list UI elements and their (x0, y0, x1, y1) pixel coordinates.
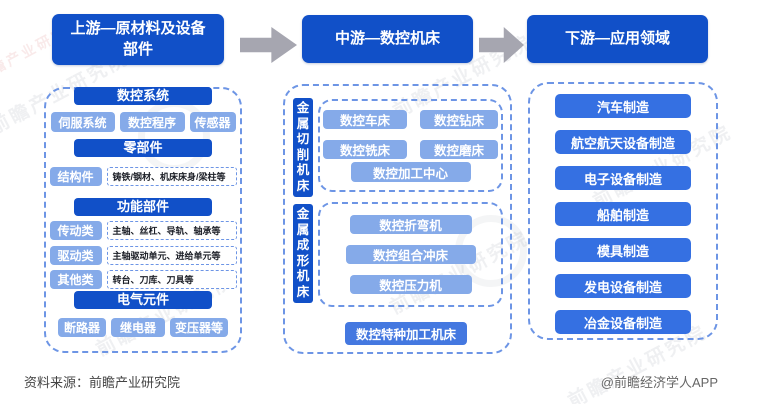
item-relay: 继电器 (111, 318, 165, 337)
section-title-cnc-system: 数控系统 (74, 87, 212, 105)
item-combined-punch: 数控组合冲床 (345, 245, 476, 264)
item-cnc-lathe: 数控车床 (323, 110, 407, 129)
cutting-row-1: 数控车床 数控钻床 (323, 110, 498, 129)
electrical-items-row: 断路器 继电器 变压器等 (58, 318, 228, 337)
midstream-panel: 金属切削机床 数控车床 数控钻床 数控铣床 数控磨床 数控加工中心 金属成形机床… (283, 84, 512, 354)
label-other: 其他类 (49, 270, 102, 289)
detail-drive: 主轴驱动单元、进给单元等 (106, 246, 237, 265)
category-metal-cutting: 金属切削机床 (293, 98, 313, 197)
item-machining-center: 数控加工中心 (350, 162, 471, 182)
item-transformer: 变压器等 (170, 318, 228, 337)
detail-structural-parts: 铸铁/钢材、机床床身/梁柱等 (106, 167, 237, 186)
source-note: 资料来源：前瞻产业研究院 (24, 375, 181, 390)
item-electronics: 电子设备制造 (555, 166, 691, 190)
metal-cutting-group: 数控车床 数控钻床 数控铣床 数控磨床 数控加工中心 (318, 99, 503, 192)
downstream-header: 下游—应用领域 (527, 15, 708, 63)
item-servo-system: 伺服系统 (50, 112, 115, 132)
section-title-electrical: 电气元件 (74, 291, 212, 309)
other-row: 其他类 转台、刀库、刀具等 (49, 270, 237, 289)
item-shipbuilding: 船舶制造 (555, 202, 691, 226)
item-special-processing-machine: 数控特种加工机床 (345, 322, 467, 345)
label-transmission: 传动类 (49, 221, 102, 240)
detail-transmission: 主轴、丝杠、导轨、轴承等 (106, 221, 237, 240)
label-structural-parts: 结构件 (49, 167, 102, 186)
metal-forming-group: 数控折弯机 数控组合冲床 数控压力机 (318, 202, 503, 307)
credit-note: @前瞻经济学人APP (600, 375, 718, 390)
detail-other: 转台、刀库、刀具等 (106, 270, 237, 289)
arrow-right-icon (479, 27, 524, 63)
item-automobile: 汽车制造 (555, 94, 691, 118)
downstream-panel: 汽车制造 航空航天设备制造 电子设备制造 船舶制造 模具制造 发电设备制造 冶金… (528, 82, 718, 340)
item-circuit-breaker: 断路器 (58, 318, 106, 337)
drive-row: 驱动类 主轴驱动单元、进给单元等 (49, 246, 237, 265)
category-metal-forming: 金属成形机床 (293, 204, 313, 303)
item-cnc-mill: 数控铣床 (323, 140, 407, 159)
section-title-components: 零部件 (74, 139, 212, 157)
transmission-row: 传动类 主轴、丝杠、导轨、轴承等 (49, 221, 237, 240)
cutting-row-2: 数控铣床 数控磨床 (323, 140, 498, 159)
item-cnc-program: 数控程序 (119, 112, 185, 132)
item-aerospace: 航空航天设备制造 (555, 130, 691, 154)
item-cnc-grinder: 数控磨床 (420, 140, 498, 159)
structural-parts-row: 结构件 铸铁/钢材、机床床身/梁柱等 (49, 167, 237, 186)
upstream-panel: 数控系统 伺服系统 数控程序 传感器 零部件 结构件 铸铁/钢材、机床床身/梁柱… (44, 87, 242, 353)
item-sensor: 传感器 (189, 112, 236, 132)
item-cnc-drill: 数控钻床 (420, 110, 498, 129)
item-mold: 模具制造 (555, 238, 691, 262)
item-power-equipment: 发电设备制造 (555, 274, 691, 298)
item-metallurgy: 冶金设备制造 (555, 310, 691, 334)
item-press-machine: 数控压力机 (349, 275, 472, 294)
cnc-system-items-row: 伺服系统 数控程序 传感器 (50, 112, 236, 132)
label-drive: 驱动类 (49, 246, 102, 265)
midstream-header: 中游—数控机床 (302, 15, 473, 63)
item-bending-machine: 数控折弯机 (349, 215, 472, 234)
arrow-right-icon (240, 27, 297, 63)
section-title-functional-parts: 功能部件 (74, 198, 212, 216)
upstream-header: 上游—原材料及设备部件 (52, 14, 224, 65)
